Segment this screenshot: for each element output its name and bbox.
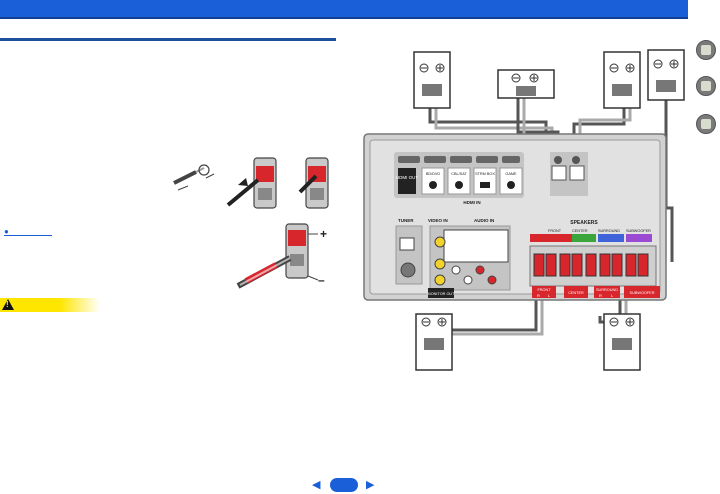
monitor-out-box xyxy=(428,288,454,298)
speakers-label: SPEAKERS xyxy=(570,220,598,226)
monitor-out-label: MONITOR OUT xyxy=(428,292,456,296)
surround-group-label: SURROUND xyxy=(598,229,620,233)
tuner-label: TUNER xyxy=(398,218,414,223)
speaker-subwoofer xyxy=(647,49,685,101)
hdmi-input-2: CBL/SAT xyxy=(451,172,467,176)
speaker-front-right xyxy=(603,51,641,109)
surround-group-bar xyxy=(598,234,624,242)
terminal-loosen-icon xyxy=(226,157,277,209)
center-group-label: CENTER xyxy=(572,229,588,233)
header-bar xyxy=(0,0,688,19)
front-tag-label: FRONT xyxy=(537,288,551,292)
minus-callout: – xyxy=(318,273,325,287)
surround-tag xyxy=(594,286,620,298)
center-tag xyxy=(564,286,588,298)
subwoofer-tag xyxy=(624,286,660,298)
reference-link[interactable]: ● xyxy=(4,227,52,237)
front-group-label: FRONT xyxy=(548,229,562,233)
plus-callout: + xyxy=(320,227,327,241)
speaker-surround-left xyxy=(415,313,453,371)
speaker-front-left xyxy=(413,51,451,109)
center-tag-label: CENTER xyxy=(568,291,584,295)
terminal-connected-icon: + – xyxy=(236,223,327,289)
subwoofer-tag-label: SUBWOOFER xyxy=(630,291,655,295)
front-group-bar xyxy=(530,234,580,242)
hdmi-input-3: STRM BOX xyxy=(475,172,495,176)
warning-triangle-icon xyxy=(2,299,14,310)
front-l: L xyxy=(548,293,551,298)
network-ports xyxy=(550,152,588,196)
surround-l: L xyxy=(611,293,614,298)
prev-page-icon[interactable]: ◀ xyxy=(312,479,321,491)
surround-r: R xyxy=(599,293,602,298)
side-icon-2-glyph xyxy=(701,81,711,91)
side-icon-2[interactable] xyxy=(696,76,716,96)
section-divider xyxy=(0,38,336,41)
speaker-center xyxy=(497,69,555,99)
caution-banner: ! xyxy=(0,298,100,312)
side-icon-3[interactable] xyxy=(696,114,716,134)
video-in-label: VIDEO IN xyxy=(428,218,448,223)
speaker-surround-right xyxy=(603,313,641,371)
front-tag xyxy=(532,286,556,298)
surround-tag-label: SURROUND xyxy=(596,288,618,292)
side-icon-3-glyph xyxy=(701,119,711,129)
subwoofer-group-label: SUBWOOFER xyxy=(626,229,651,233)
page-navigation: ◀ ▶ xyxy=(312,478,376,492)
hdmi-input-1: BD/DVD xyxy=(426,172,441,176)
next-page-icon[interactable]: ▶ xyxy=(366,479,375,491)
cable-prep-illustration: + – xyxy=(173,157,329,289)
front-r: R xyxy=(537,293,540,298)
speaker-terminals: SPEAKERS FRONT CENTER SURROUND SUBWOOFER… xyxy=(529,220,660,298)
stripped-wire-icon xyxy=(173,164,215,191)
center-group-bar xyxy=(572,234,596,242)
side-icon-1[interactable] xyxy=(696,40,716,60)
terminal-insert-icon xyxy=(298,157,329,209)
home-page-button[interactable] xyxy=(330,478,358,492)
link-underline xyxy=(4,235,52,236)
hdmi-in-label: HDMI IN xyxy=(463,200,480,205)
hdmi-out-label-box xyxy=(398,168,416,194)
hdmi-section: HDMI OUT BD/DVD CBL/SAT STRM BOX GAME HD… xyxy=(394,152,524,205)
warning-exclamation: ! xyxy=(6,300,9,309)
hdmi-out-label: HDMI OUT xyxy=(396,175,418,180)
audio-in-label: AUDIO IN xyxy=(474,218,494,223)
link-dot-icon: ● xyxy=(4,227,9,236)
side-icon-1-glyph xyxy=(701,45,711,55)
hdmi-input-4: GAME xyxy=(505,172,517,176)
subwoofer-group-bar xyxy=(626,234,652,242)
receiver-wiring-diagram: HDMI OUT BD/DVD CBL/SAT STRM BOX GAME HD… xyxy=(363,49,685,371)
